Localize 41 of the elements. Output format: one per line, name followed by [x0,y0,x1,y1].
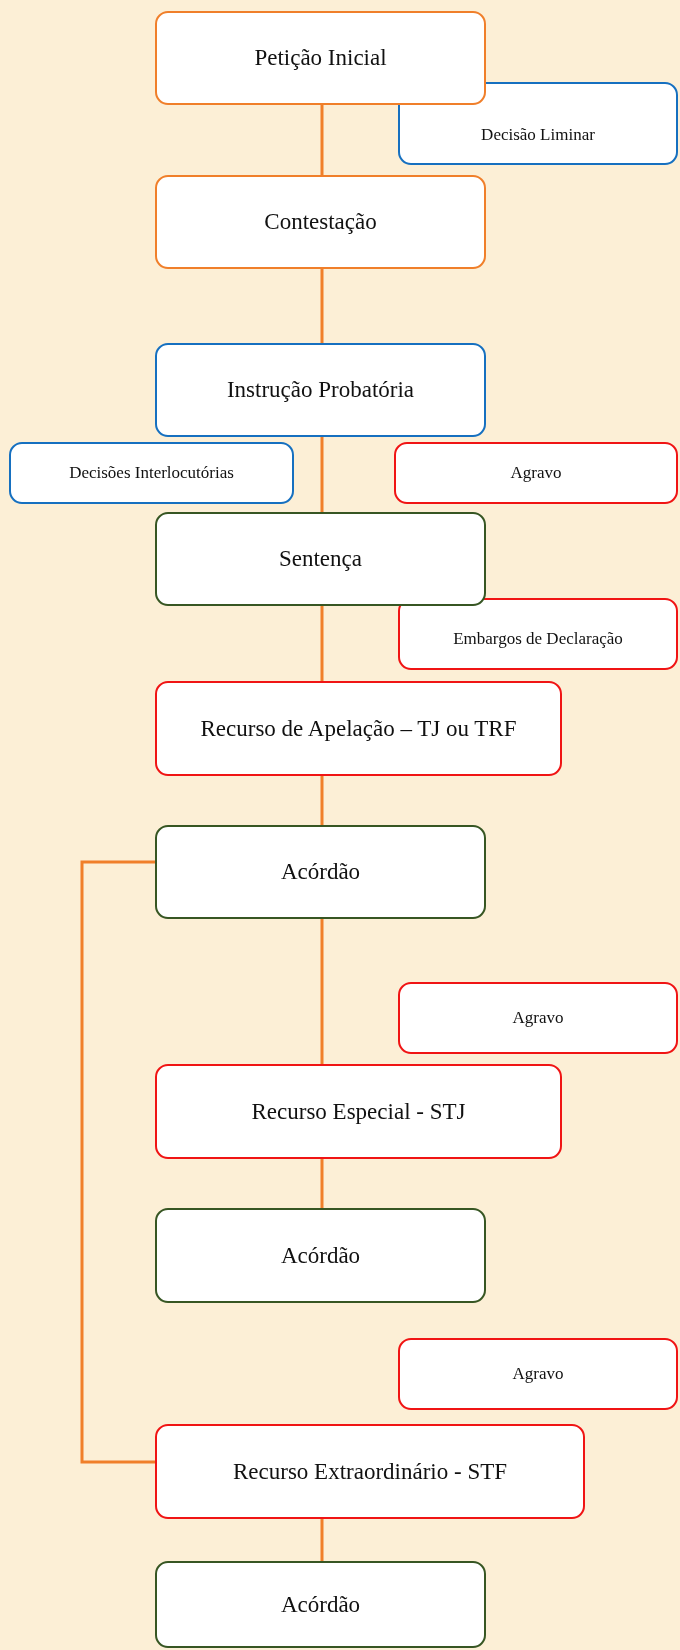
connector-line [320,105,324,175]
side-box [9,442,294,504]
connector-line [320,269,324,343]
node-label: Petição Inicial [254,45,387,71]
process-box [155,11,486,105]
process-box [155,343,486,437]
node-label: Sentença [279,546,362,572]
connector-line [320,1159,324,1208]
connector-line [320,919,324,1064]
process-box [155,1561,486,1648]
process-box [155,512,486,606]
side-box [398,82,678,165]
node-label: Recurso Extraordinário - STF [233,1458,507,1485]
process-box [155,1064,562,1159]
node-label: Acórdão [280,1242,361,1269]
connector-line [320,1519,324,1561]
node-label: Agravo [512,1364,564,1384]
node-label: Decisão Liminar [481,124,595,145]
node-label: Agravo [510,463,562,483]
side-box [398,598,678,670]
process-box [155,681,562,776]
node-label: Acórdão [280,1591,361,1618]
node-label: Contestação [264,209,377,235]
side-box [394,442,678,504]
connector-line [320,606,324,681]
node-label: Recurso de Apelação – TJ ou TRF [200,715,517,742]
node-label: Decisões Interlocutórias [69,463,234,483]
process-box [155,1424,585,1519]
node-label: Instrução Probatória [226,377,415,403]
connector-line [80,860,155,1464]
connector-line [320,776,324,825]
node-label: Recurso Especial - STJ [251,1098,466,1125]
process-box [155,1208,486,1303]
node-label: Acórdão [280,859,361,885]
connector-line [320,437,324,512]
side-box [398,1338,678,1410]
node-label: Agravo [512,1008,564,1028]
node-label: Embargos de Declaração [453,629,623,649]
side-box [398,982,678,1054]
process-box [155,825,486,919]
process-box [155,175,486,269]
